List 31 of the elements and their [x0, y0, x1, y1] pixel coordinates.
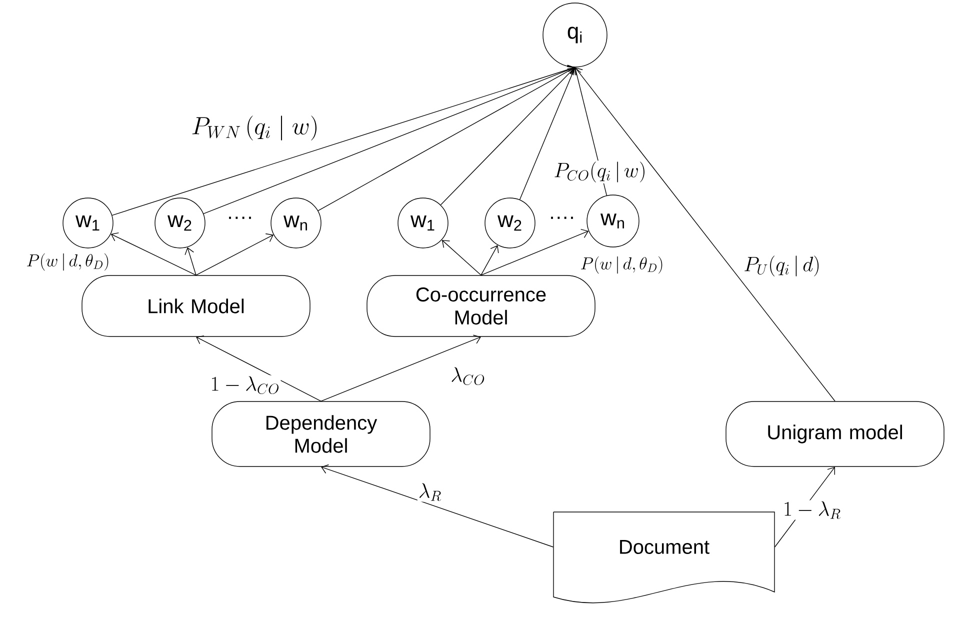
ellipsis-dots: ····	[551, 216, 573, 219]
arrow	[320, 334, 481, 402]
model-box: Co-occurrence Model	[366, 275, 596, 337]
arrow	[480, 228, 589, 276]
arrow	[112, 64, 575, 216]
edge-label: $\lambda_{CO}$	[450, 366, 486, 386]
edge-label: $P_U(q_i\,|\,d)$	[742, 254, 822, 278]
arrow	[196, 336, 322, 402]
edge-label: $\lambda_R$	[417, 482, 443, 502]
ellipsis-dots: ····	[229, 216, 251, 219]
arrow	[440, 67, 575, 206]
edge-label: $P_{WN}\,(q_i\mid w)$	[190, 114, 320, 142]
arrow	[184, 247, 196, 276]
edge-label: $P_{CO}(q_i\,|\,w)$	[552, 160, 648, 184]
model-box: Dependency Model	[212, 401, 430, 467]
edge-label: $P(w\,|\,d,\theta_D)$	[25, 252, 111, 272]
edge-label: $1-\lambda_R$	[782, 500, 842, 520]
arrow	[110, 232, 196, 276]
arrow	[196, 233, 274, 276]
arrow	[519, 67, 577, 200]
edge-label: $1-\lambda_{CO}$	[209, 375, 281, 395]
arrow	[203, 65, 575, 214]
model-box: Unigram model	[726, 401, 944, 467]
edge-label: $P(w\,|\,d,\theta_D)$	[579, 255, 665, 275]
arrow	[318, 66, 575, 211]
arrow	[575, 67, 836, 402]
model-box: Link Model	[82, 275, 310, 337]
document-shape: Document	[553, 512, 775, 604]
arrow	[480, 245, 499, 276]
arrow	[442, 240, 482, 276]
arrow	[321, 464, 554, 548]
